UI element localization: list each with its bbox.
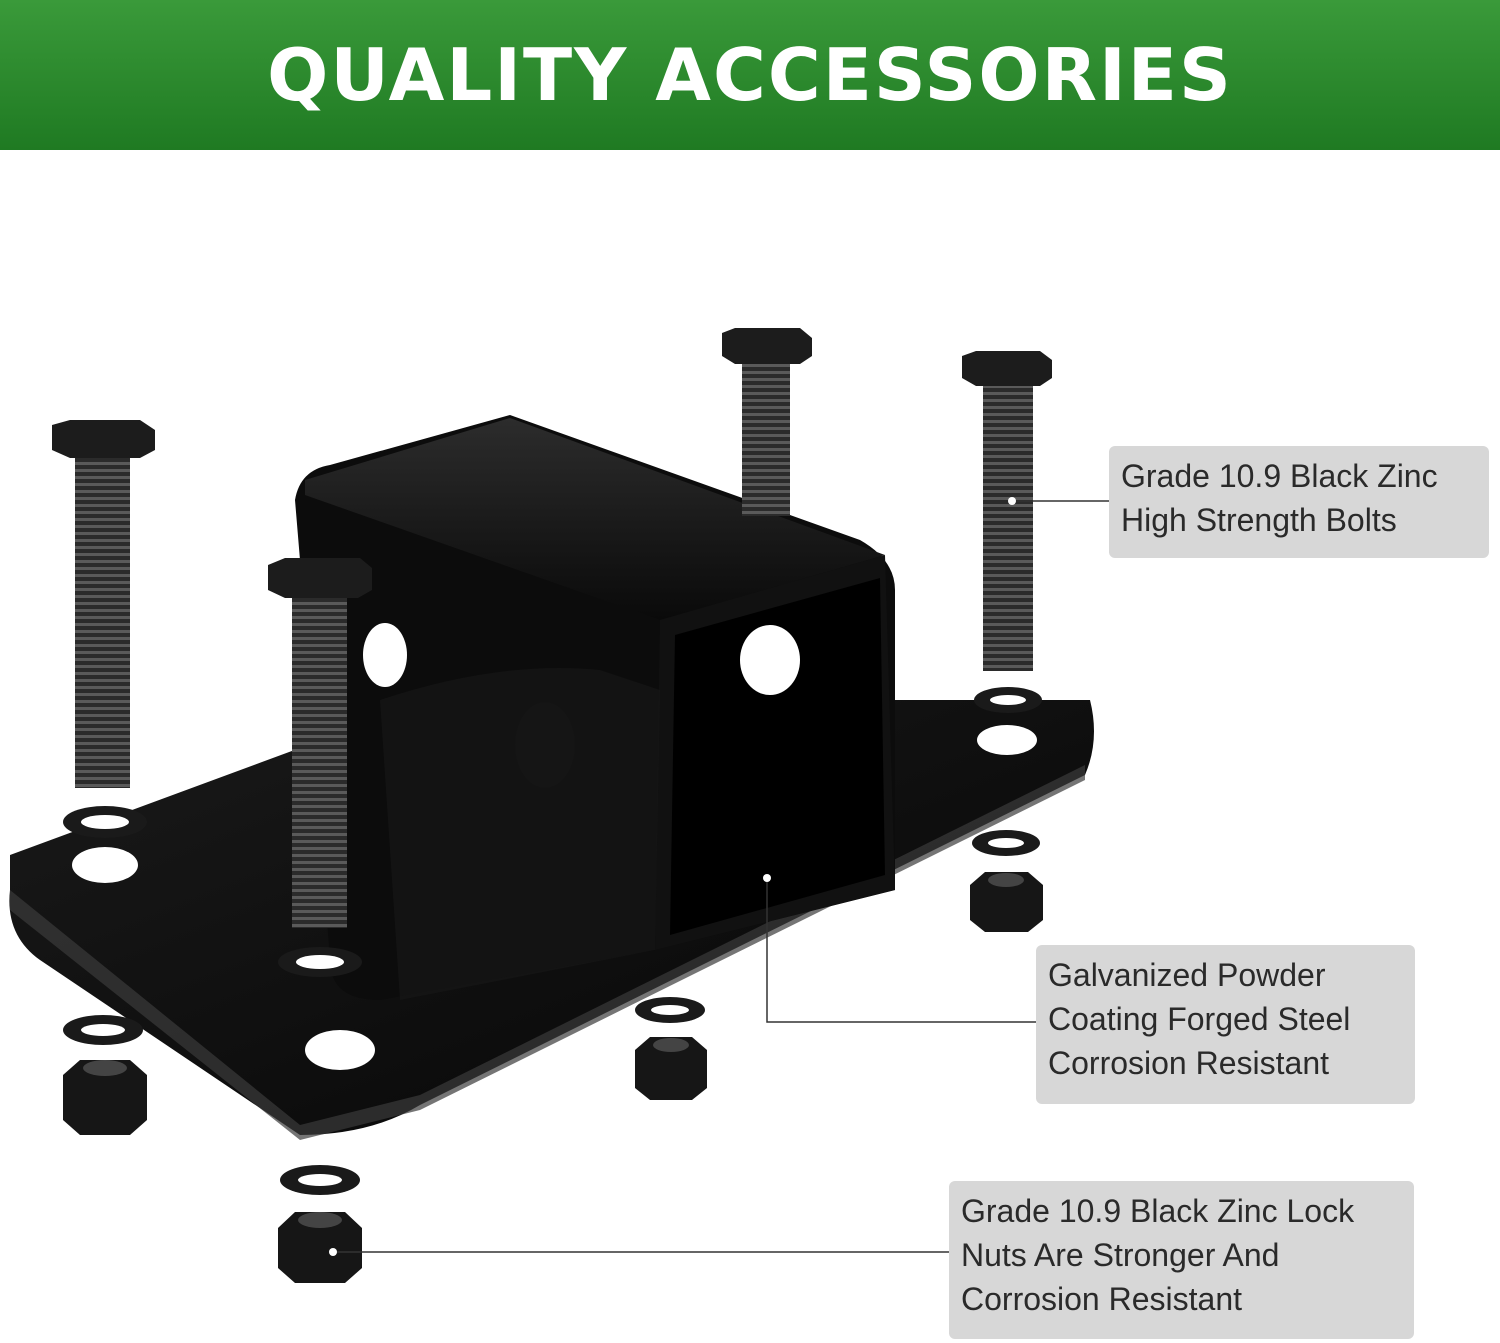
callout-nuts-line1: Grade 10.9 Black Zinc Lock xyxy=(961,1193,1355,1229)
callout-nuts-line2: Nuts Are Stronger And xyxy=(961,1237,1280,1273)
bolt-left xyxy=(52,420,155,788)
callout-steel-line3: Corrosion Resistant xyxy=(1048,1045,1329,1081)
bolt-back xyxy=(722,328,812,516)
banner-title: QUALITY ACCESSORIES xyxy=(267,33,1233,117)
callout-nuts-line3: Corrosion Resistant xyxy=(961,1281,1242,1317)
callout-steel: Galvanized Powder Coating Forged Steel C… xyxy=(1036,945,1415,1104)
callout-steel-line2: Coating Forged Steel xyxy=(1048,1001,1351,1037)
callout-bolts-line1: Grade 10.9 Black Zinc xyxy=(1121,458,1438,494)
callout-steel-line1: Galvanized Powder xyxy=(1048,957,1326,993)
lock-nuts xyxy=(63,872,1043,1283)
header-banner: QUALITY ACCESSORIES xyxy=(0,0,1500,150)
bolt-front xyxy=(268,558,372,928)
bolt-right xyxy=(962,351,1052,671)
callout-nuts: Grade 10.9 Black Zinc Lock Nuts Are Stro… xyxy=(949,1181,1414,1339)
callout-bolts-line2: High Strength Bolts xyxy=(1121,502,1397,538)
hitch-receiver-illustration xyxy=(9,328,1110,1283)
callout-bolts: Grade 10.9 Black Zinc High Strength Bolt… xyxy=(1109,446,1489,558)
